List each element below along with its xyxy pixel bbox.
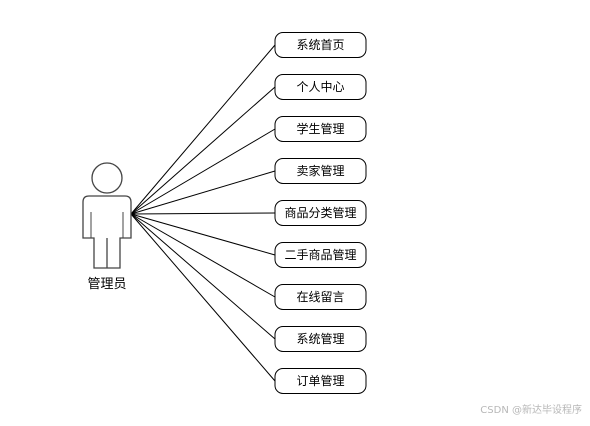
association-line (130, 212, 276, 215)
association-line (130, 213, 276, 382)
association-line (130, 44, 276, 215)
person-icon (82, 162, 132, 269)
use-case-label: 系统首页 (296, 38, 344, 52)
association-line (130, 213, 276, 256)
use-case-label: 商品分类管理 (284, 205, 356, 220)
use-case-box: 系统管理 (274, 326, 367, 352)
use-case-label: 订单管理 (296, 373, 344, 388)
association-line (130, 213, 276, 298)
use-case-box: 卖家管理 (274, 158, 367, 184)
use-case-label: 二手商品管理 (284, 247, 356, 262)
use-case-label: 系统管理 (296, 331, 344, 346)
use-case-label: 卖家管理 (296, 163, 344, 178)
use-case-shape (274, 32, 367, 58)
watermark: CSDN @新达毕设程序 (480, 405, 582, 416)
association-lines (130, 44, 276, 382)
use-case-label: 个人中心 (296, 79, 344, 94)
use-case-shape (274, 326, 367, 352)
use-case-box: 商品分类管理 (274, 200, 367, 226)
use-case-shape (274, 200, 367, 226)
actor-label: 管理员 (87, 277, 126, 292)
actor-admin: 管理员 (82, 162, 132, 292)
use-case-shape (274, 74, 367, 100)
use-case-box: 系统首页 (274, 32, 367, 58)
use-case-shape (274, 242, 367, 268)
association-line (130, 128, 276, 215)
use-case-box: 在线留言 (274, 284, 367, 310)
use-case-shape (274, 284, 367, 310)
association-line (130, 213, 276, 340)
use-case-shape (274, 116, 367, 142)
association-line (130, 86, 276, 215)
use-case-box: 个人中心 (274, 74, 367, 100)
association-line (130, 170, 276, 215)
use-case-shape (274, 368, 367, 394)
use-case-shape (274, 158, 367, 184)
use-case-box: 订单管理 (274, 368, 367, 394)
use-case-label: 在线留言 (296, 290, 344, 304)
use-case-label: 学生管理 (296, 121, 344, 136)
use-case-box: 学生管理 (274, 116, 367, 142)
use-case-box: 二手商品管理 (274, 242, 367, 268)
